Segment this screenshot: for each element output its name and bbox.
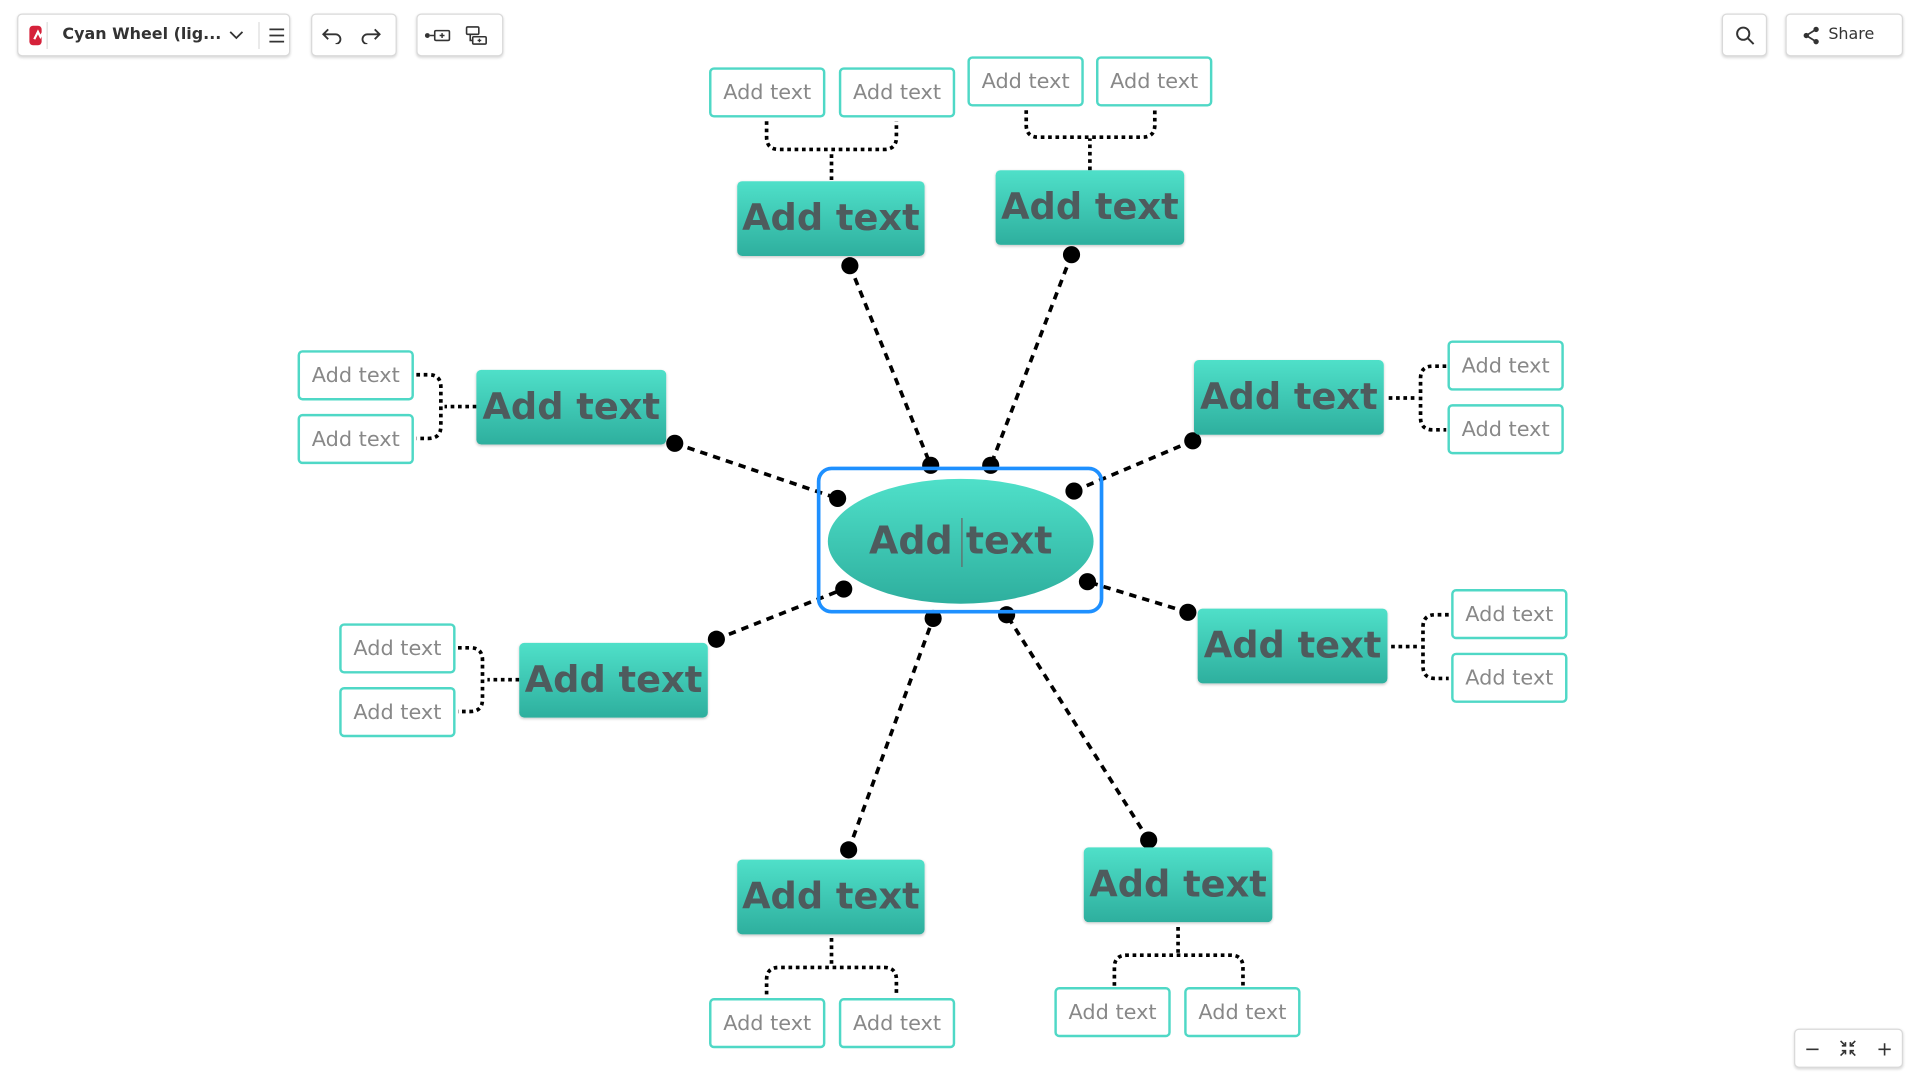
undo-button[interactable] [312,15,351,55]
subtopic[interactable]: Add text [1451,589,1568,640]
subtopic[interactable]: Add text [967,56,1084,107]
main-topic[interactable]: Add text [1197,608,1388,684]
insert-toolbar [416,13,504,57]
menu-icon [269,27,284,42]
main-topic[interactable]: Add text [737,859,925,935]
search-button[interactable] [1721,13,1768,57]
main-topic[interactable]: Add text [737,181,925,256]
subtopic[interactable]: Add text [1184,987,1301,1038]
menu-button[interactable] [264,15,289,55]
main-topic[interactable]: Add text [1193,360,1384,435]
redo-icon [361,28,381,44]
divider [258,21,259,49]
subtopic[interactable]: Add text [709,67,826,118]
divider [46,21,48,49]
add-child-button[interactable] [457,15,496,55]
main-topic[interactable]: Add text [476,369,667,445]
chevron-down-icon[interactable] [229,30,244,40]
subtopic[interactable]: Add text [1447,340,1564,391]
subtopic[interactable]: Add text [838,67,956,118]
main-topic[interactable]: Add text [1083,847,1273,923]
selection-frame [816,466,1104,614]
subtopic[interactable]: Add text [339,623,456,674]
history-toolbar [311,13,397,57]
subtopic[interactable]: Add text [339,687,456,738]
central-topic[interactable]: Add text [827,478,1094,604]
subtopic[interactable]: Add text [1447,404,1564,455]
search-icon [1735,25,1754,45]
main-topic[interactable]: Add text [995,170,1185,245]
undo-icon [321,28,342,44]
zoom-out-button[interactable]: − [1804,1036,1821,1060]
app-logo-icon[interactable] [29,25,46,45]
document-title[interactable]: Cyan Wheel (lig... [62,25,222,45]
subtopic[interactable]: Add text [1054,987,1171,1038]
fit-to-screen-button[interactable] [1839,1038,1859,1058]
main-topic[interactable]: Add text [519,642,708,718]
redo-button[interactable] [351,15,390,55]
document-toolbar: Cyan Wheel (lig... [17,13,291,57]
subtopic[interactable]: Add text [838,998,956,1049]
zoom-controls: − + [1794,1028,1904,1068]
zoom-in-button[interactable]: + [1876,1036,1893,1060]
subtopic[interactable]: Add text [1451,652,1568,703]
subtopic[interactable]: Add text [297,413,414,465]
subtopic[interactable]: Add text [1096,56,1213,107]
add-child-icon [465,25,487,45]
add-sibling-icon [424,29,451,41]
share-button[interactable]: Share [1785,13,1904,57]
text-cursor [961,518,963,567]
share-label: Share [1828,25,1875,45]
subtopic[interactable]: Add text [297,350,414,401]
add-sibling-button[interactable] [418,15,457,55]
subtopic[interactable]: Add text [709,998,826,1049]
fit-to-screen-icon [1840,1040,1857,1057]
share-icon [1801,25,1821,45]
